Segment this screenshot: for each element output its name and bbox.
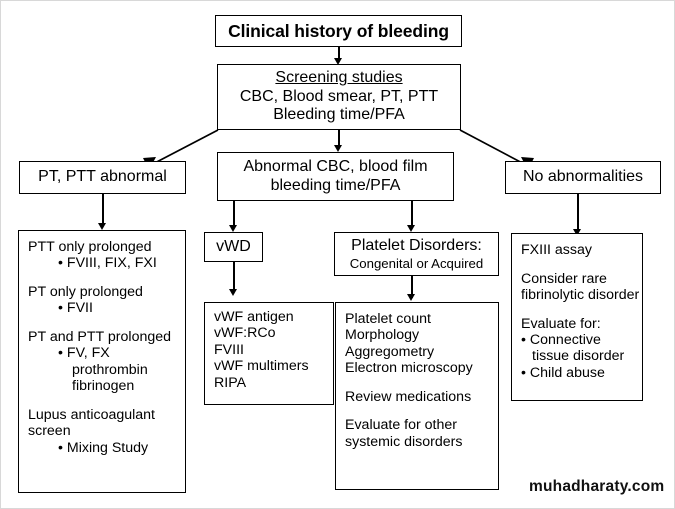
node-vwf-detail: vWF antigen vWF:RCo FVIII vWF multimers … (204, 302, 334, 405)
node-vwd: vWD (204, 232, 263, 262)
vwf-item-2: FVIII (214, 341, 244, 358)
node-platelet-detail: Platelet count Morphology Aggregometry E… (335, 302, 499, 490)
connector-ptptt-detail (102, 194, 104, 226)
plt-item-5: Evaluate for other (345, 417, 457, 434)
node-pt-ptt-abnormal: PT, PTT abnormal (19, 161, 186, 194)
vwf-item-0: vWF antigen (214, 309, 294, 325)
coag-item-5: • FV, FX (58, 345, 110, 362)
node-clinical-history-label: Clinical history of bleeding (228, 20, 449, 41)
coag-item-8: Lupus anticoagulant (28, 406, 156, 423)
node-screening-studies: Screening studies CBC, Blood smear, PT, … (217, 64, 461, 130)
fxiii-item-0: FXIII assay (521, 242, 592, 258)
node-no-abnormalities-label: No abnormalities (522, 168, 644, 186)
node-platelet-disorders: Platelet Disorders: Congenital or Acquir… (334, 232, 499, 276)
fxiii-item-3: Evaluate for: (521, 315, 601, 332)
connector-screening-mid (338, 130, 340, 148)
coag-item-1: • FVIII, FIX, FXI (58, 255, 157, 272)
fxiii-item-4: • Connective (521, 332, 601, 348)
arrowhead-vwd-detail (229, 289, 237, 296)
plt-item-2: Aggregometry (345, 343, 435, 360)
fxiii-item-2: fibrinolytic disorder (521, 287, 640, 303)
coag-item-6: prothrombin (72, 361, 148, 378)
coag-item-10: • Mixing Study (58, 439, 149, 456)
arrowhead-cbc-vwd (229, 225, 237, 232)
node-coagulation-detail: PTT only prolonged • FVIII, FIX, FXI PT … (18, 230, 186, 493)
arrowhead-cbc-platelet (407, 225, 415, 232)
watermark-label: muhadharaty.com (529, 478, 665, 495)
arrowhead-ptptt-detail (98, 223, 106, 230)
plt-item-3: Electron microscopy (345, 360, 473, 377)
arrowhead-screening-mid (334, 145, 342, 152)
coag-item-3: • FVII (58, 300, 93, 317)
connector-cbc-platelet (411, 201, 413, 228)
node-platelet-heading: Platelet Disorders: (351, 237, 482, 255)
node-screening-line2: Bleeding time/PFA (273, 106, 405, 124)
arrowhead-platelet-detail (407, 294, 415, 301)
node-clinical-history: Clinical history of bleeding (215, 15, 462, 47)
connector-noabn-fxiii (577, 194, 579, 232)
coag-item-2: PT only prolonged (28, 284, 143, 300)
node-abnormal-cbc-line2: bleeding time/PFA (270, 176, 401, 194)
node-abnormal-cbc: Abnormal CBC, blood film bleeding time/P… (217, 152, 454, 201)
vwf-item-4: RIPA (214, 374, 247, 391)
node-pt-ptt-abnormal-label: PT, PTT abnormal (38, 168, 167, 186)
coag-item-9: screen (28, 423, 71, 440)
vwf-item-3: vWF multimers (214, 358, 309, 375)
plt-item-4: Review medications (345, 388, 472, 405)
node-screening-heading: Screening studies (275, 69, 403, 87)
connector-root-screening (338, 47, 340, 61)
fxiii-item-5: tissue disorder (532, 348, 625, 365)
fxiii-item-6: • Child abuse (521, 364, 605, 381)
coag-item-7: fibrinogen (72, 378, 135, 395)
plt-item-6: systemic disorders (345, 433, 463, 450)
plt-item-0: Platelet count (345, 311, 431, 327)
arrowhead-root-screening (334, 58, 342, 65)
connector-vwd-detail (233, 262, 235, 292)
node-vwd-label: vWD (216, 237, 251, 255)
vwf-item-1: vWF:RCo (214, 325, 276, 342)
plt-item-1: Morphology (345, 327, 420, 344)
node-fxiii-detail: FXIII assay Consider rare fibrinolytic d… (511, 233, 643, 401)
arrowhead-noabn-fxiii (573, 229, 581, 236)
connector-platelet-detail (411, 276, 413, 298)
node-abnormal-cbc-line1: Abnormal CBC, blood film (243, 157, 428, 175)
node-no-abnormalities: No abnormalities (505, 161, 661, 194)
coag-item-4: PT and PTT prolonged (28, 329, 172, 345)
fxiii-item-1: Consider rare (521, 270, 607, 287)
node-platelet-subheading: Congenital or Acquired (349, 255, 484, 271)
coag-item-0: PTT only prolonged (28, 239, 152, 255)
node-screening-line1: CBC, Blood smear, PT, PTT (239, 87, 439, 105)
connector-cbc-vwd (233, 201, 235, 228)
